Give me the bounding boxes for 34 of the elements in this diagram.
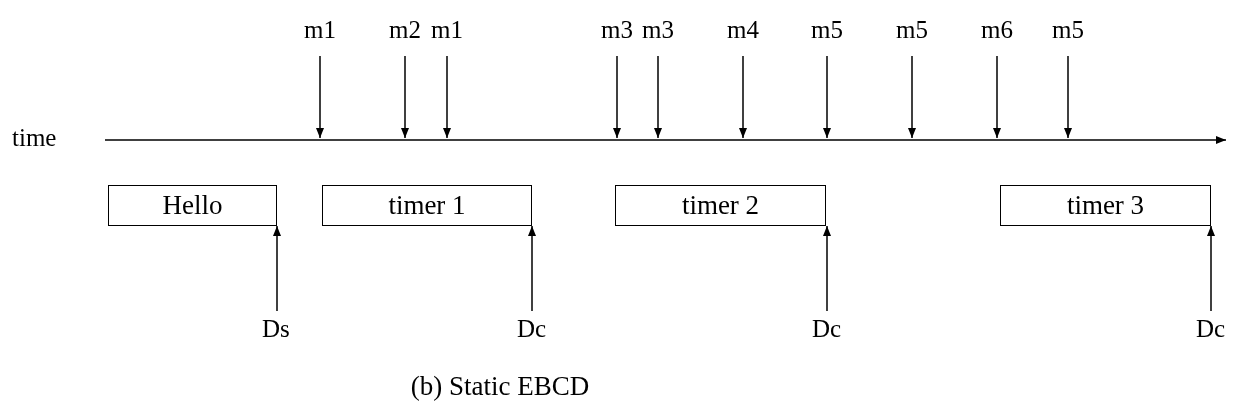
arrow xyxy=(823,55,831,139)
message-label: m1 xyxy=(431,16,463,44)
process-bar: timer 1 xyxy=(322,185,532,226)
arrow xyxy=(401,55,409,139)
arrow xyxy=(993,55,1001,139)
process-bar: Hello xyxy=(108,185,277,226)
caption: (b) Static EBCD xyxy=(409,372,591,400)
message-label: m5 xyxy=(1052,16,1084,44)
arrow xyxy=(1207,225,1215,312)
message-label: m5 xyxy=(896,16,928,44)
arrow xyxy=(1064,55,1072,139)
arrow xyxy=(528,225,536,312)
message-label: m2 xyxy=(389,16,421,44)
message-label: m3 xyxy=(642,16,674,44)
message-label: m1 xyxy=(304,16,336,44)
arrow xyxy=(823,225,831,312)
message-label: m5 xyxy=(811,16,843,44)
process-bar: timer 2 xyxy=(615,185,826,226)
message-label: m3 xyxy=(601,16,633,44)
arrow xyxy=(654,55,662,139)
arrow xyxy=(273,225,281,312)
message-label: m6 xyxy=(981,16,1013,44)
arrow xyxy=(443,55,451,139)
arrow xyxy=(908,55,916,139)
arrow xyxy=(739,55,747,139)
process-bar: timer 3 xyxy=(1000,185,1211,226)
arrow xyxy=(613,55,621,139)
deadline-label: Dc xyxy=(517,315,547,343)
axis-label: time xyxy=(12,124,57,152)
arrow xyxy=(316,55,324,139)
deadline-label: Dc xyxy=(1196,315,1226,343)
message-label: m4 xyxy=(727,16,759,44)
deadline-label: Ds xyxy=(262,315,290,343)
deadline-label: Dc xyxy=(812,315,842,343)
